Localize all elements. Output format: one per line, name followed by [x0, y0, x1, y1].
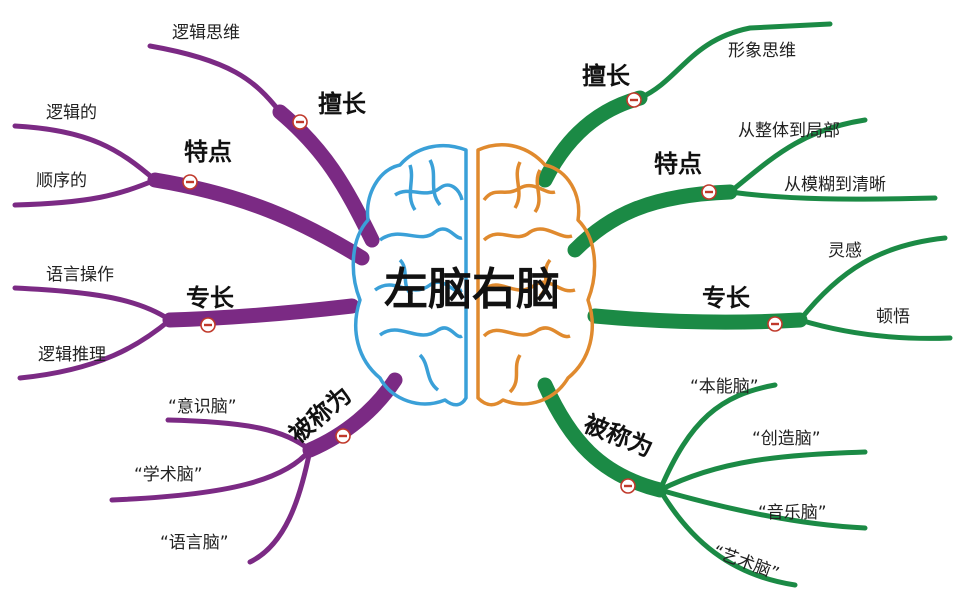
right-branch-line-1 [567, 184, 738, 258]
left-leaf-label-3-2: “语言脑” [160, 533, 229, 553]
left-leaf-line-3-2 [247, 447, 313, 565]
collapse-right-2[interactable] [767, 316, 783, 332]
right-leaf-line-3-1 [657, 449, 868, 493]
left-leaf-line-2-0 [12, 285, 173, 323]
left-branch-label-0: 擅长 [318, 90, 367, 118]
collapse-left-0[interactable] [292, 114, 308, 130]
collapse-left-1[interactable] [182, 174, 198, 190]
left-leaf-line-0-0 [147, 43, 283, 115]
right-hemisphere [476, 143, 597, 407]
right-branch-label-2: 专长 [702, 284, 751, 312]
right-branch-line-0 [537, 90, 648, 188]
left-branch-label-2: 专长 [186, 284, 235, 312]
left-branch-line-1 [147, 172, 370, 266]
collapse-left-3[interactable] [335, 428, 351, 444]
right-leaf-line-2-0 [797, 235, 948, 323]
left-hemisphere [351, 143, 468, 407]
right-leaf-label-0-0: 形象思维 [728, 41, 796, 61]
right-leaf-label-2-0: 灵感 [828, 241, 862, 261]
left-leaf-label-1-0: 逻辑的 [46, 103, 97, 123]
right-branches [537, 21, 953, 588]
right-leaf-label-3-0: “本能脑” [690, 377, 759, 397]
right-leaf-line-1-1 [727, 189, 938, 202]
right-leaf-line-3-0 [657, 382, 778, 493]
right-leaf-line-2-1 [797, 317, 953, 341]
collapse-left-2[interactable] [200, 317, 216, 333]
right-leaf-line-3-2 [657, 487, 868, 531]
left-leaf-label-1-1: 顺序的 [36, 171, 87, 191]
right-leaf-label-3-1: “创造脑” [752, 429, 821, 449]
right-leaf-line-3-3 [657, 487, 798, 588]
left-branch-line-2 [162, 298, 360, 328]
collapse-right-0[interactable] [626, 92, 642, 108]
left-leaf-line-1-0 [12, 123, 158, 183]
right-leaf-label-1-1: 从模糊到清晰 [784, 175, 886, 195]
right-leaf-label-1-0: 从整体到局部 [738, 121, 840, 141]
left-leaf-label-0-0: 逻辑思维 [172, 23, 240, 43]
left-leaf-label-2-1: 逻辑推理 [38, 345, 106, 365]
left-labels: 擅长 逻辑思维 特点 逻辑的 顺序的 专长 语言操作 逻辑推理 被称为 “意识脑… [36, 23, 367, 553]
right-leaf-line-1-0 [727, 117, 868, 195]
left-leaf-label-3-0: “意识脑” [168, 397, 237, 417]
right-branch-line-3 [537, 377, 668, 498]
left-leaf-label-2-0: 语言操作 [46, 265, 114, 285]
right-leaf-line-0-0 [637, 21, 833, 101]
left-leaf-line-3-0 [165, 417, 313, 453]
right-leaf-label-2-1: 顿悟 [876, 307, 910, 327]
left-leaf-label-3-1: “学术脑” [134, 465, 203, 485]
left-leaf-line-2-1 [17, 317, 173, 381]
collapse-dots [182, 92, 783, 494]
brain-illustration [351, 143, 597, 407]
right-leaf-label-3-2: “音乐脑” [758, 503, 827, 523]
collapse-right-1[interactable] [701, 184, 717, 200]
right-branch-label-1: 特点 [654, 150, 702, 178]
right-leaf-label-3-3: “艺术脑” [710, 542, 781, 584]
collapse-right-3[interactable] [620, 478, 636, 494]
left-leaf-line-1-1 [12, 177, 158, 208]
central-title: 左脑右脑 [384, 264, 560, 315]
left-branch-label-1: 特点 [184, 138, 232, 166]
right-branch-label-0: 擅长 [582, 62, 631, 90]
left-leaf-line-3-1 [109, 447, 313, 503]
